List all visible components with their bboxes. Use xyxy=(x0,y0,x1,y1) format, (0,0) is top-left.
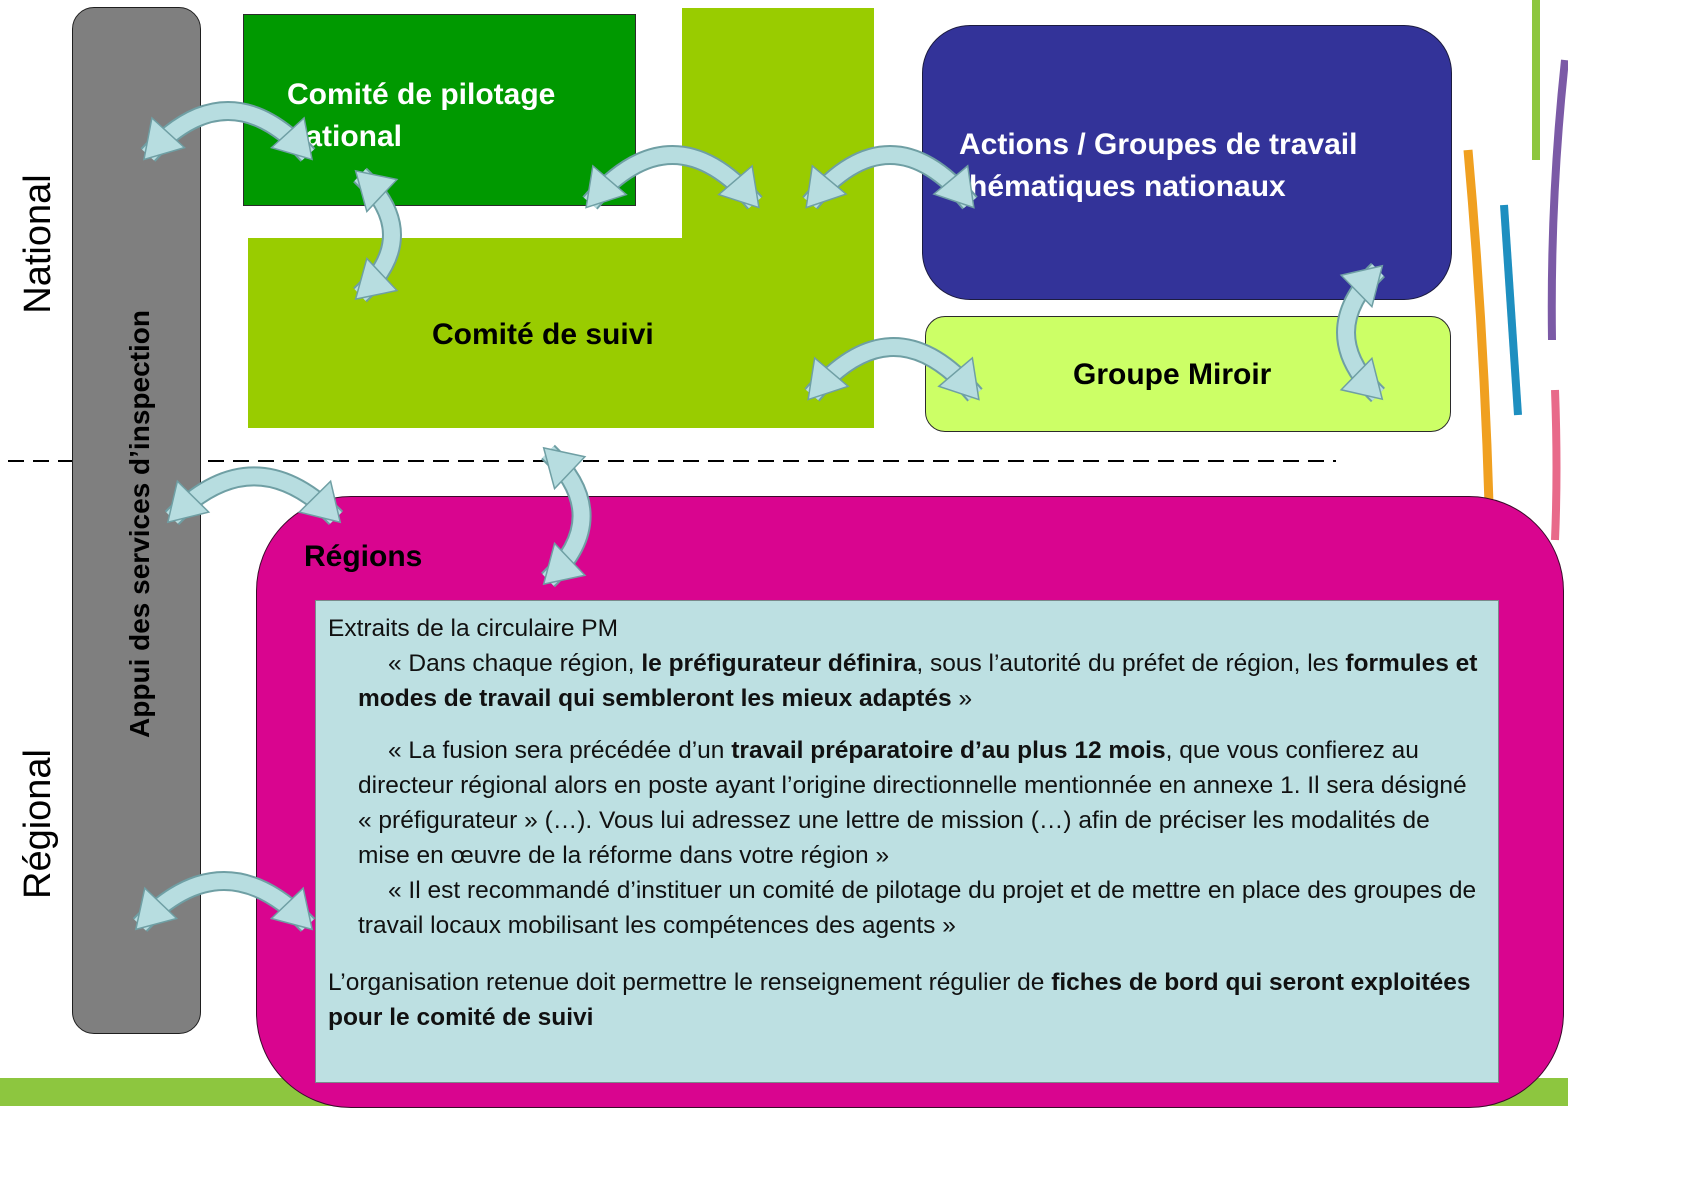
arrow-actions-miroir xyxy=(1336,262,1386,403)
arrow-inspection-regions xyxy=(164,466,344,526)
arrow-suivi-miroir xyxy=(804,337,983,402)
excerpt-heading: Extraits de la circulaire PM xyxy=(328,615,619,642)
arrow-pilotage-center xyxy=(582,145,763,210)
comite-suivi-title: Comité de suivi xyxy=(432,318,654,351)
blue-stroke xyxy=(1500,204,1522,416)
q1-text-2: , sous l’autorité du préfet de région, l… xyxy=(916,650,1346,677)
arrow-suivi-regions xyxy=(540,444,592,588)
regions-title: Régions xyxy=(304,540,423,573)
actions-groupes-box[interactable] xyxy=(922,25,1452,300)
q1-text-1: « Dans chaque région, xyxy=(388,650,642,677)
excerpt-quote-2: « La fusion sera précédée d’un travail p… xyxy=(328,733,1486,873)
comite-pilotage-box[interactable] xyxy=(243,14,636,206)
q2-bold-1: travail préparatoire d’au plus 12 mois xyxy=(731,737,1166,764)
arrow-center-actions xyxy=(802,145,978,210)
arrows-overlay xyxy=(132,101,1386,932)
arrow-inspection-pilotage xyxy=(140,101,316,162)
q1-text-3: » xyxy=(951,685,973,712)
pink-stroke xyxy=(1551,389,1561,541)
arrow-pilotage-suivi xyxy=(352,167,402,303)
q2-text-2: , que vous confierez au directeur région… xyxy=(358,737,1467,869)
arrow-inspection-regional xyxy=(132,871,316,932)
excerpt-quote-1: « Dans chaque région, le préfigurateur d… xyxy=(328,646,1486,716)
groupe-miroir-title: Groupe Miroir xyxy=(1073,358,1272,391)
q1-bold-2: formules et modes de travail qui sembler… xyxy=(358,650,1478,712)
excerpt-footer: L’organisation retenue doit permettre le… xyxy=(328,965,1486,1035)
purple-stroke xyxy=(1547,59,1568,341)
excerpt-quote-3: « Il est recommandé d’instituer un comit… xyxy=(358,877,1477,939)
q1-bold-1: le préfigurateur définira xyxy=(641,650,917,677)
q2-text-1: « La fusion sera précédée d’un xyxy=(388,737,732,764)
comite-suivi-box[interactable] xyxy=(246,8,876,430)
separator-line xyxy=(8,460,1336,462)
footer-text: L’organisation retenue doit permettre le… xyxy=(328,969,1052,996)
footer-bold: fiches de bord qui seront exploitées pou… xyxy=(328,969,1471,1031)
circulaire-excerpt: Extraits de la circulaire PM « Dans chaq… xyxy=(315,600,1499,1083)
actions-groupes-title: Actions / Groupes de travail thématiques… xyxy=(959,128,1358,203)
